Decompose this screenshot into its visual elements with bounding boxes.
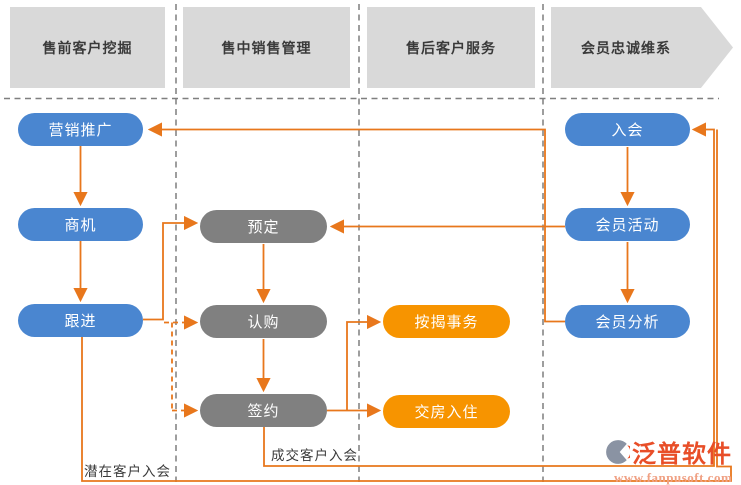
lane-header-presale: 售前客户挖掘 (10, 7, 165, 88)
lane-header-sale: 售中销售管理 (183, 7, 350, 88)
node-member-analysis: 会员分析 (565, 305, 690, 338)
node-mortgage: 按揭事务 (383, 305, 510, 338)
fanpu-logo[interactable]: 泛普软件 www.fanpusoft.com (604, 434, 741, 485)
lane-header-aftersale: 售后客户服务 (367, 7, 535, 88)
lane-dividers (4, 4, 719, 482)
node-join: 入会 (565, 113, 690, 146)
fanpu-logo-icon (604, 439, 630, 465)
node-marketing: 营销推广 (18, 113, 143, 146)
flow-arrows (73, 122, 732, 482)
fanpu-logo-url[interactable]: www.fanpusoft.com (614, 470, 733, 485)
note-potential-customer-join: 潜在客户入会 (84, 464, 171, 479)
node-subscription: 认购 (200, 305, 327, 338)
node-follow-up: 跟进 (18, 304, 143, 337)
node-signing: 签约 (200, 394, 327, 427)
node-member-activity: 会员活动 (565, 208, 690, 241)
lane-header-loyalty-arrow: 会员忠诚维系 (551, 7, 733, 88)
node-reservation: 预定 (200, 210, 327, 243)
dashed-flow-arrows (164, 315, 199, 418)
fanpu-logo-text: 泛普软件 (632, 441, 732, 468)
node-opportunity: 商机 (18, 208, 143, 241)
node-move-in: 交房入住 (383, 395, 510, 428)
note-deal-customer-join: 成交客户入会 (271, 448, 358, 463)
